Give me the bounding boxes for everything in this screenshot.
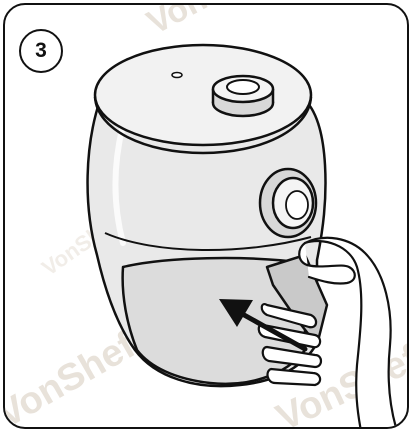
svg-text:VonShef: VonShef <box>5 324 143 429</box>
side-dial <box>260 169 316 237</box>
step-number: 3 <box>35 39 47 63</box>
step-number-badge: 3 <box>19 29 63 73</box>
control-knob <box>213 76 273 116</box>
air-fryer-illustration: VonShef VonShef VonShef VonShef <box>5 5 409 429</box>
air-fryer-lid <box>95 45 311 145</box>
svg-text:VonShef: VonShef <box>141 5 279 42</box>
indicator-light <box>172 73 182 78</box>
illustration-frame: 3 VonShef VonShef VonShef VonShef <box>3 3 409 429</box>
